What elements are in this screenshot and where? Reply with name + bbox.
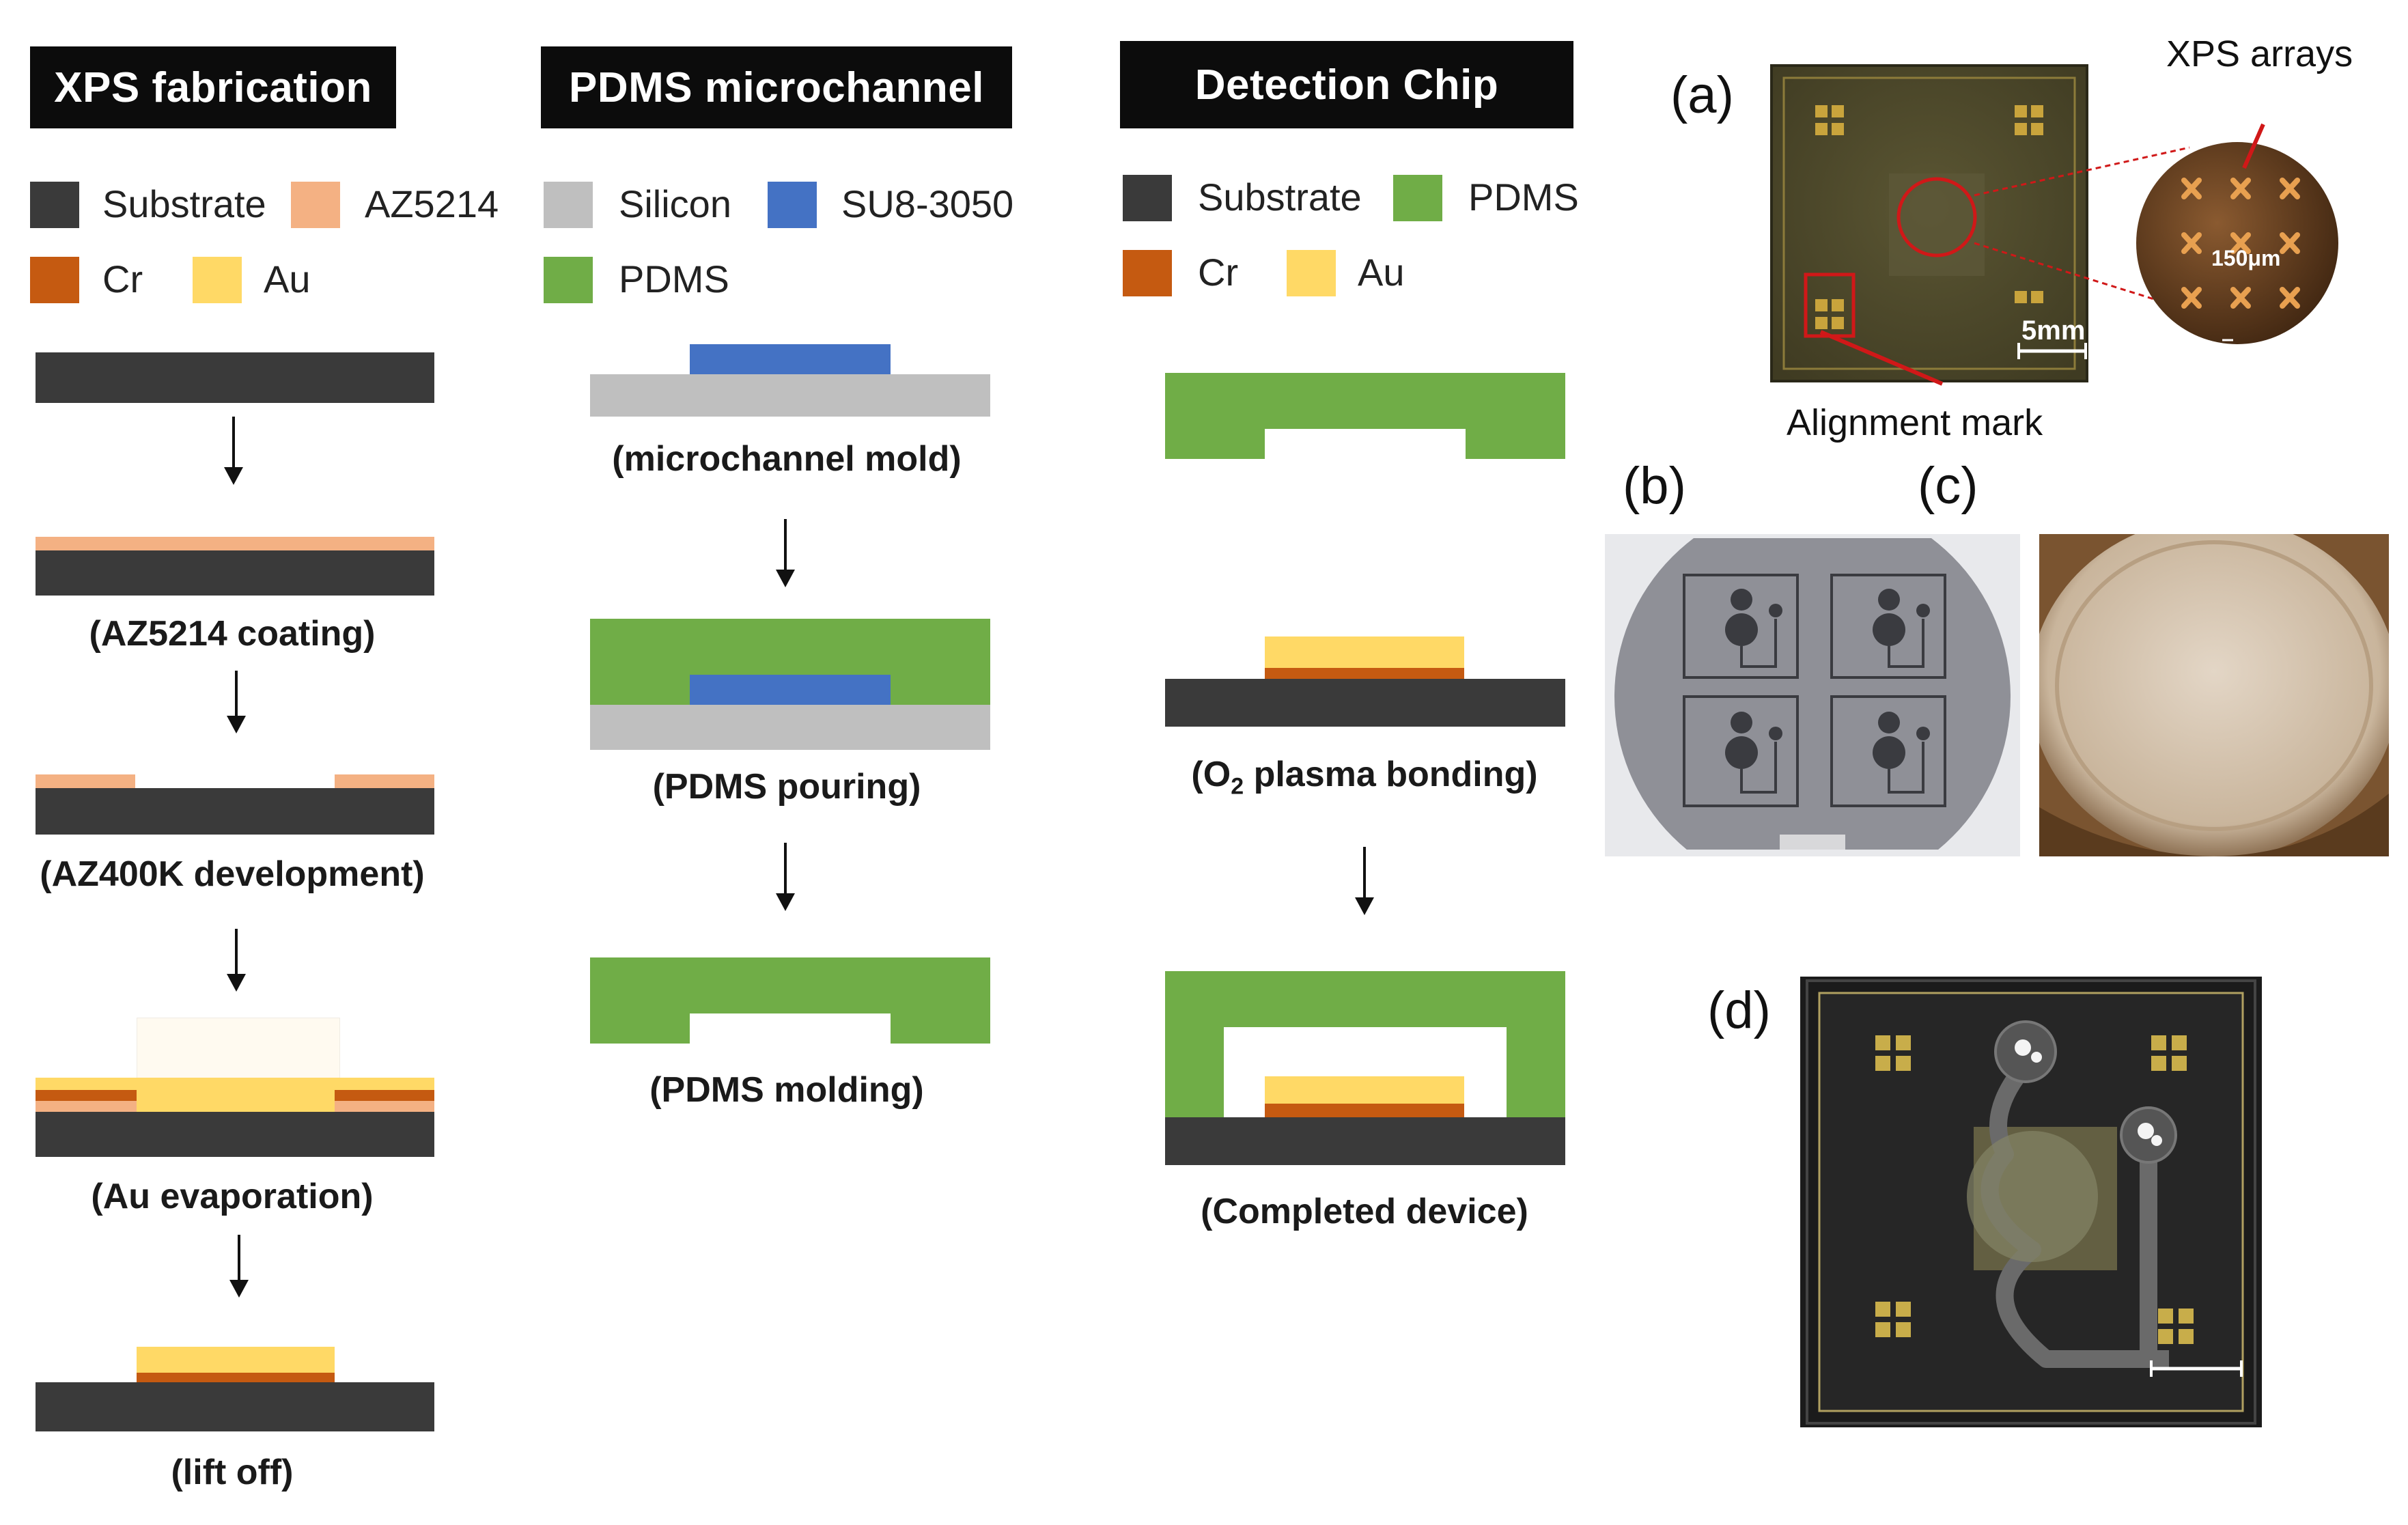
step-caption-au-evaporation: (Au evaporation) [91,1177,374,1216]
silicon-layer [590,374,990,417]
au-overlay-faint [137,1018,340,1086]
legend-swatch-au [1287,250,1336,296]
xps-fabrication-title: XPS fabrication [30,46,396,128]
photo-c-label: (c) [1918,457,1978,515]
legend-swatch-pdms [1393,175,1442,221]
photo-b-wafer [1605,534,2020,856]
az5214-layer-right [335,774,434,788]
legend-label-au: Au [1358,251,1405,294]
step-caption-az5214-coating: (AZ5214 coating) [89,614,376,654]
legend-label-cr: Cr [102,257,143,300]
silicon-layer [590,705,990,750]
legend-swatch-cr [1123,250,1172,296]
pdms-microchannel-title: PDMS microchannel [541,46,1012,128]
photo-c-pdms-disk [2039,534,2389,856]
process-arrow [227,929,246,992]
step-caption-pdms-molding: (PDMS molding) [649,1070,924,1110]
bonding-caption-prefix: (O [1191,755,1231,794]
step-caption-completed-device: (Completed device) [1201,1192,1528,1231]
legend-swatch-substrate [1123,175,1172,221]
legend-swatch-pdms [544,257,593,303]
legend-swatch-cr [30,257,79,303]
bonding-caption-suffix: plasma bonding) [1244,755,1538,794]
photo-b-label: (b) [1623,457,1686,515]
process-arrow [776,843,795,911]
au-fill-center [137,1090,335,1112]
az5214-layer-left [36,1101,137,1112]
legend-label-pdms: PDMS [619,257,729,300]
cr-layer-left [36,1090,137,1101]
step-caption-az400k-development: (AZ400K development) [40,854,425,894]
process-arrow [776,519,795,587]
substrate-layer [1165,679,1565,727]
legend-label-substrate: Substrate [102,182,266,225]
step-caption-lift-off: (lift off) [171,1453,294,1492]
legend-swatch-substrate [30,182,79,228]
su8-layer [690,344,891,374]
legend-label-au: Au [264,257,311,300]
legend-swatch-silicon [544,182,593,228]
step-caption-o2-plasma-bonding: (O2 plasma bonding) [1191,754,1537,800]
cr-layer-right [335,1090,434,1101]
legend-swatch-au [193,257,242,303]
photo-d-completed-chip [1800,977,2262,1427]
alignment-mark-label: Alignment mark [1787,402,2043,443]
au-layer [36,1078,434,1090]
legend-swatch-su8-3050 [768,182,817,228]
bonding-caption-subscript: 2 [1231,773,1244,800]
cr-layer [1265,668,1464,679]
legend-swatch-az5214 [291,182,340,228]
cr-layer [1265,1104,1464,1117]
substrate-layer [36,352,434,403]
process-arrow [224,417,243,485]
az5214-layer [36,537,434,550]
substrate-layer [36,1382,434,1431]
xps-arrays-label: XPS arrays [2166,33,2353,74]
detection-chip-title: Detection Chip [1120,41,1573,128]
process-arrow [1355,847,1374,915]
step-caption-pdms-pouring: (PDMS pouring) [652,767,921,807]
au-layer [1265,636,1464,668]
photo-a-chip [1770,64,2338,386]
photo-a-label: (a) [1670,66,1734,124]
legend-label-silicon: Silicon [619,182,731,225]
microchannel-cavity [1265,429,1466,460]
legend-label-substrate: Substrate [1198,176,1362,219]
scale-bar-5mm: 5mm [2021,316,2086,346]
az5214-layer-left [36,774,135,788]
au-layer [1265,1076,1464,1104]
legend-label-cr: Cr [1198,251,1239,294]
substrate-layer [1165,1117,1565,1165]
cr-layer [137,1373,335,1382]
microchannel-cavity [690,1013,891,1045]
scale-bar-150um: 150μm [2211,246,2281,270]
su8-layer [690,675,891,705]
substrate-layer [36,1112,434,1157]
az5214-layer-right [335,1101,434,1112]
substrate-layer [36,550,434,596]
substrate-layer [36,788,434,835]
xps-array-highlight [1896,177,1977,257]
legend-label-su8-3050: SU8-3050 [841,182,1014,225]
au-layer [137,1347,335,1373]
process-arrow [229,1235,249,1298]
photo-d-label: (d) [1707,981,1771,1039]
step-caption-microchannel-mold: (microchannel mold) [612,439,962,479]
process-arrow [227,671,246,733]
legend-label-az5214: AZ5214 [365,182,499,225]
legend-label-pdms: PDMS [1468,176,1579,219]
